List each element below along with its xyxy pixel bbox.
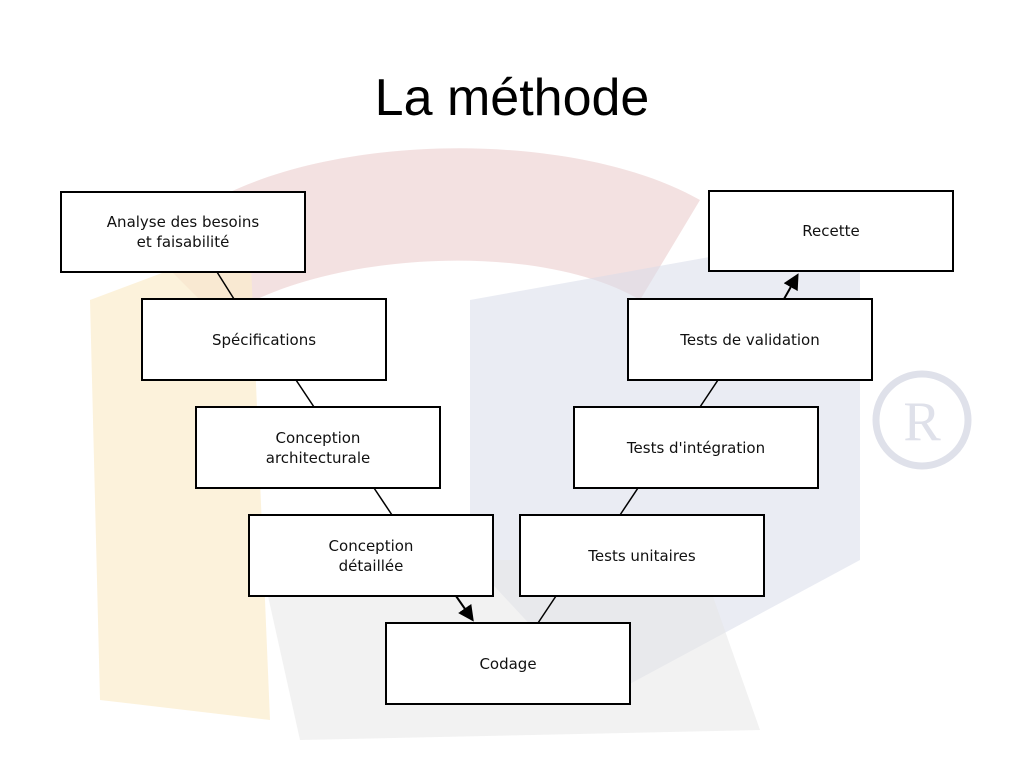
step-tests-integration: Tests d'intégration: [573, 406, 819, 489]
page-title: La méthode: [374, 69, 650, 127]
edge-conception-detaillee-codage: [455, 595, 474, 622]
edge-analyse-specifications: [216, 271, 235, 300]
step-codage: Codage: [385, 622, 631, 705]
step-tests-validation: Tests de validation: [627, 298, 873, 381]
step-conception-detaillee: Conception détaillée: [248, 514, 494, 597]
step-conception-architecturale: Conception architecturale: [195, 406, 441, 489]
step-analyse-des-besoins: Analyse des besoins et faisabilité: [60, 191, 306, 273]
registered-trademark-icon: R: [872, 370, 972, 470]
edge-tests-validation-recette: [783, 273, 799, 300]
edge-conception-architecturale-conception-detaillee: [373, 487, 393, 516]
step-specifications: Spécifications: [141, 298, 387, 381]
edge-tests-unitaires-tests-integration: [619, 487, 639, 516]
step-tests-unitaires: Tests unitaires: [519, 514, 765, 597]
svg-text:R: R: [903, 391, 941, 453]
edge-codage-tests-unitaires: [537, 595, 557, 624]
step-recette: Recette: [708, 190, 954, 272]
edge-tests-integration-tests-validation: [699, 379, 719, 408]
edge-specifications-conception-architecturale: [295, 379, 315, 408]
